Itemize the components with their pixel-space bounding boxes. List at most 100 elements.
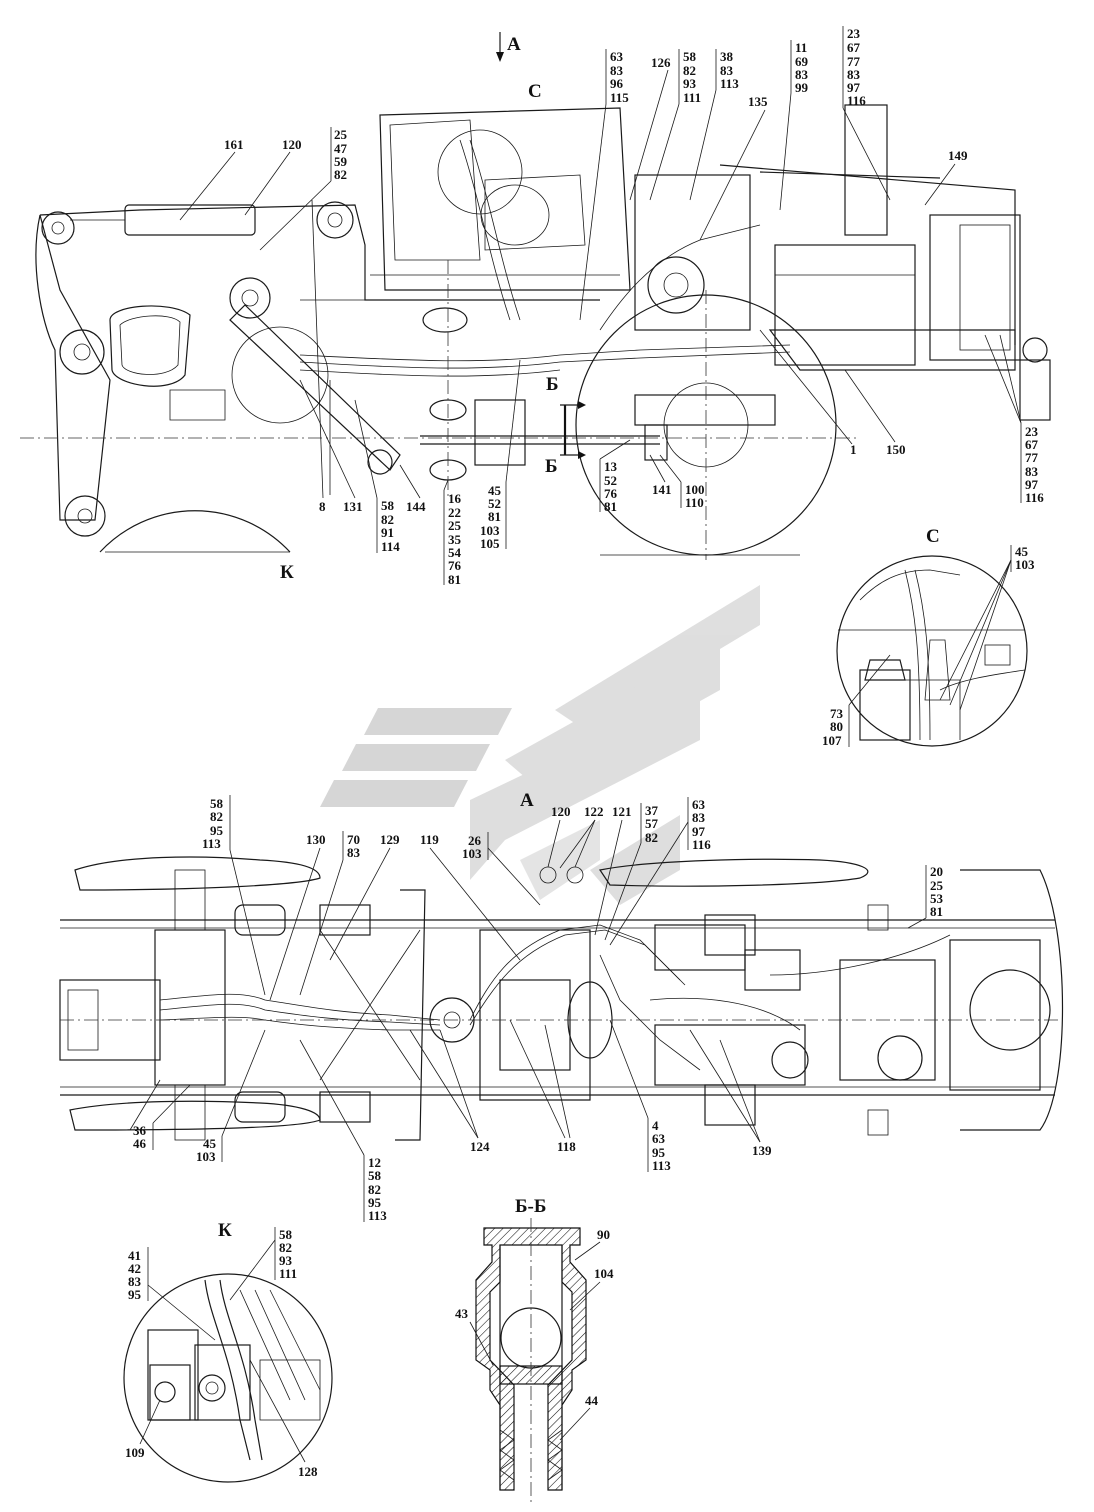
svg-text:76: 76 — [448, 558, 462, 573]
svg-text:82: 82 — [334, 167, 347, 182]
section-bb: Б-Б 90 104 43 44 — [455, 1196, 614, 1505]
svg-text:83: 83 — [692, 810, 706, 825]
svg-text:116: 116 — [692, 837, 711, 852]
svg-text:63: 63 — [652, 1131, 666, 1146]
svg-text:99: 99 — [795, 80, 809, 95]
svg-text:104: 104 — [594, 1266, 614, 1281]
svg-text:58: 58 — [368, 1168, 382, 1183]
svg-text:54: 54 — [448, 545, 462, 560]
svg-text:82: 82 — [368, 1182, 381, 1197]
svg-text:25: 25 — [448, 518, 462, 533]
svg-text:96: 96 — [610, 76, 624, 91]
svg-text:11: 11 — [795, 40, 807, 55]
callout-11-69-83-99: 11 69 83 99 — [779, 40, 809, 211]
svg-text:43: 43 — [455, 1306, 469, 1321]
svg-text:41: 41 — [128, 1248, 141, 1263]
svg-text:116: 116 — [1025, 490, 1044, 505]
detail-c-marker: С — [528, 81, 542, 102]
svg-text:103: 103 — [1015, 557, 1035, 572]
svg-text:93: 93 — [279, 1253, 293, 1268]
side-view-drawing — [20, 104, 1051, 560]
svg-text:83: 83 — [128, 1274, 142, 1289]
svg-text:82: 82 — [279, 1240, 292, 1255]
svg-text:57: 57 — [645, 816, 659, 831]
callout-b-90: 90 — [574, 1227, 610, 1261]
section-b-label-2: Б — [545, 456, 558, 477]
svg-text:38: 38 — [720, 49, 734, 64]
detail-k-title: К — [218, 1220, 232, 1241]
svg-text:13: 13 — [604, 459, 618, 474]
callout-p-121: 121 — [594, 804, 632, 936]
svg-text:58: 58 — [279, 1227, 293, 1242]
svg-text:103: 103 — [480, 523, 500, 538]
svg-text:83: 83 — [347, 845, 361, 860]
svg-text:1: 1 — [850, 442, 857, 457]
front-wheel-arc — [99, 510, 291, 553]
callout-23-67-77-83-97-116-top: 23 67 77 83 97 116 — [842, 26, 891, 201]
detail-c: С 45 103 73 80 107 — [822, 526, 1035, 748]
callout-126: 126 — [629, 55, 671, 201]
svg-text:109: 109 — [125, 1445, 145, 1460]
svg-text:25: 25 — [930, 878, 944, 893]
svg-text:116: 116 — [847, 93, 866, 108]
section-bb-title: Б-Б — [515, 1196, 546, 1217]
callout-p-58-82-95-113: 58 82 95 113 — [202, 795, 266, 996]
svg-text:95: 95 — [210, 823, 224, 838]
plan-view: А — [59, 790, 1064, 1141]
plan-view-callouts: 58 82 95 113 130 70 83 129 119 26 103 — [133, 795, 944, 1223]
svg-text:95: 95 — [128, 1287, 142, 1302]
svg-text:115: 115 — [610, 90, 629, 105]
callout-131: 131 — [299, 379, 363, 514]
callout-b-43: 43 — [455, 1306, 494, 1366]
svg-text:120: 120 — [551, 804, 571, 819]
callout-p-36-46: 36 46 — [133, 1084, 191, 1151]
svg-text:20: 20 — [930, 864, 943, 879]
plan-view-title: А — [520, 790, 534, 811]
svg-text:131: 131 — [343, 499, 363, 514]
svg-text:130: 130 — [306, 832, 326, 847]
svg-text:23: 23 — [1025, 424, 1039, 439]
svg-text:139: 139 — [752, 1143, 772, 1158]
svg-text:82: 82 — [210, 809, 223, 824]
callout-58-82-91-114: 58 82 91 114 — [354, 399, 400, 554]
callout-p-4-63-95-113: 4 63 95 113 — [609, 1019, 671, 1173]
svg-text:77: 77 — [1025, 450, 1039, 465]
svg-text:45: 45 — [203, 1136, 217, 1151]
callout-k-128: 128 — [249, 1359, 318, 1479]
svg-text:26: 26 — [468, 833, 482, 848]
svg-text:107: 107 — [822, 733, 842, 748]
svg-text:80: 80 — [830, 719, 843, 734]
callout-120: 120 — [244, 137, 302, 216]
callout-25-47-59-82: 25 47 59 82 — [259, 127, 348, 251]
svg-text:97: 97 — [847, 80, 861, 95]
callout-p-45-103: 45 103 — [196, 1029, 266, 1164]
svg-text:77: 77 — [847, 54, 861, 69]
callout-k-109: 109 — [125, 1399, 161, 1460]
view-a-label: А — [507, 34, 521, 55]
svg-text:4: 4 — [652, 1118, 659, 1133]
callout-38-83-113: 38 83 113 — [689, 49, 739, 201]
svg-text:81: 81 — [488, 509, 501, 524]
callout-144: 144 — [399, 464, 426, 514]
svg-text:52: 52 — [488, 496, 501, 511]
callout-8: 8 — [311, 199, 326, 514]
svg-text:63: 63 — [610, 49, 624, 64]
svg-text:90: 90 — [597, 1227, 610, 1242]
svg-text:129: 129 — [380, 832, 400, 847]
svg-text:82: 82 — [645, 830, 658, 845]
svg-text:113: 113 — [720, 76, 739, 91]
svg-text:12: 12 — [368, 1155, 381, 1170]
svg-text:83: 83 — [1025, 464, 1039, 479]
svg-text:93: 93 — [683, 76, 697, 91]
callout-45-52-81-103-105: 45 52 81 103 105 — [480, 359, 521, 551]
svg-text:121: 121 — [612, 804, 632, 819]
svg-text:44: 44 — [585, 1393, 599, 1408]
callout-p-129: 129 — [329, 832, 400, 961]
svg-text:83: 83 — [610, 63, 624, 78]
svg-text:23: 23 — [847, 26, 861, 41]
svg-text:95: 95 — [368, 1195, 382, 1210]
callout-p-70-83: 70 83 — [299, 831, 361, 996]
svg-text:103: 103 — [196, 1149, 216, 1164]
svg-text:95: 95 — [652, 1145, 666, 1160]
svg-text:83: 83 — [720, 63, 734, 78]
